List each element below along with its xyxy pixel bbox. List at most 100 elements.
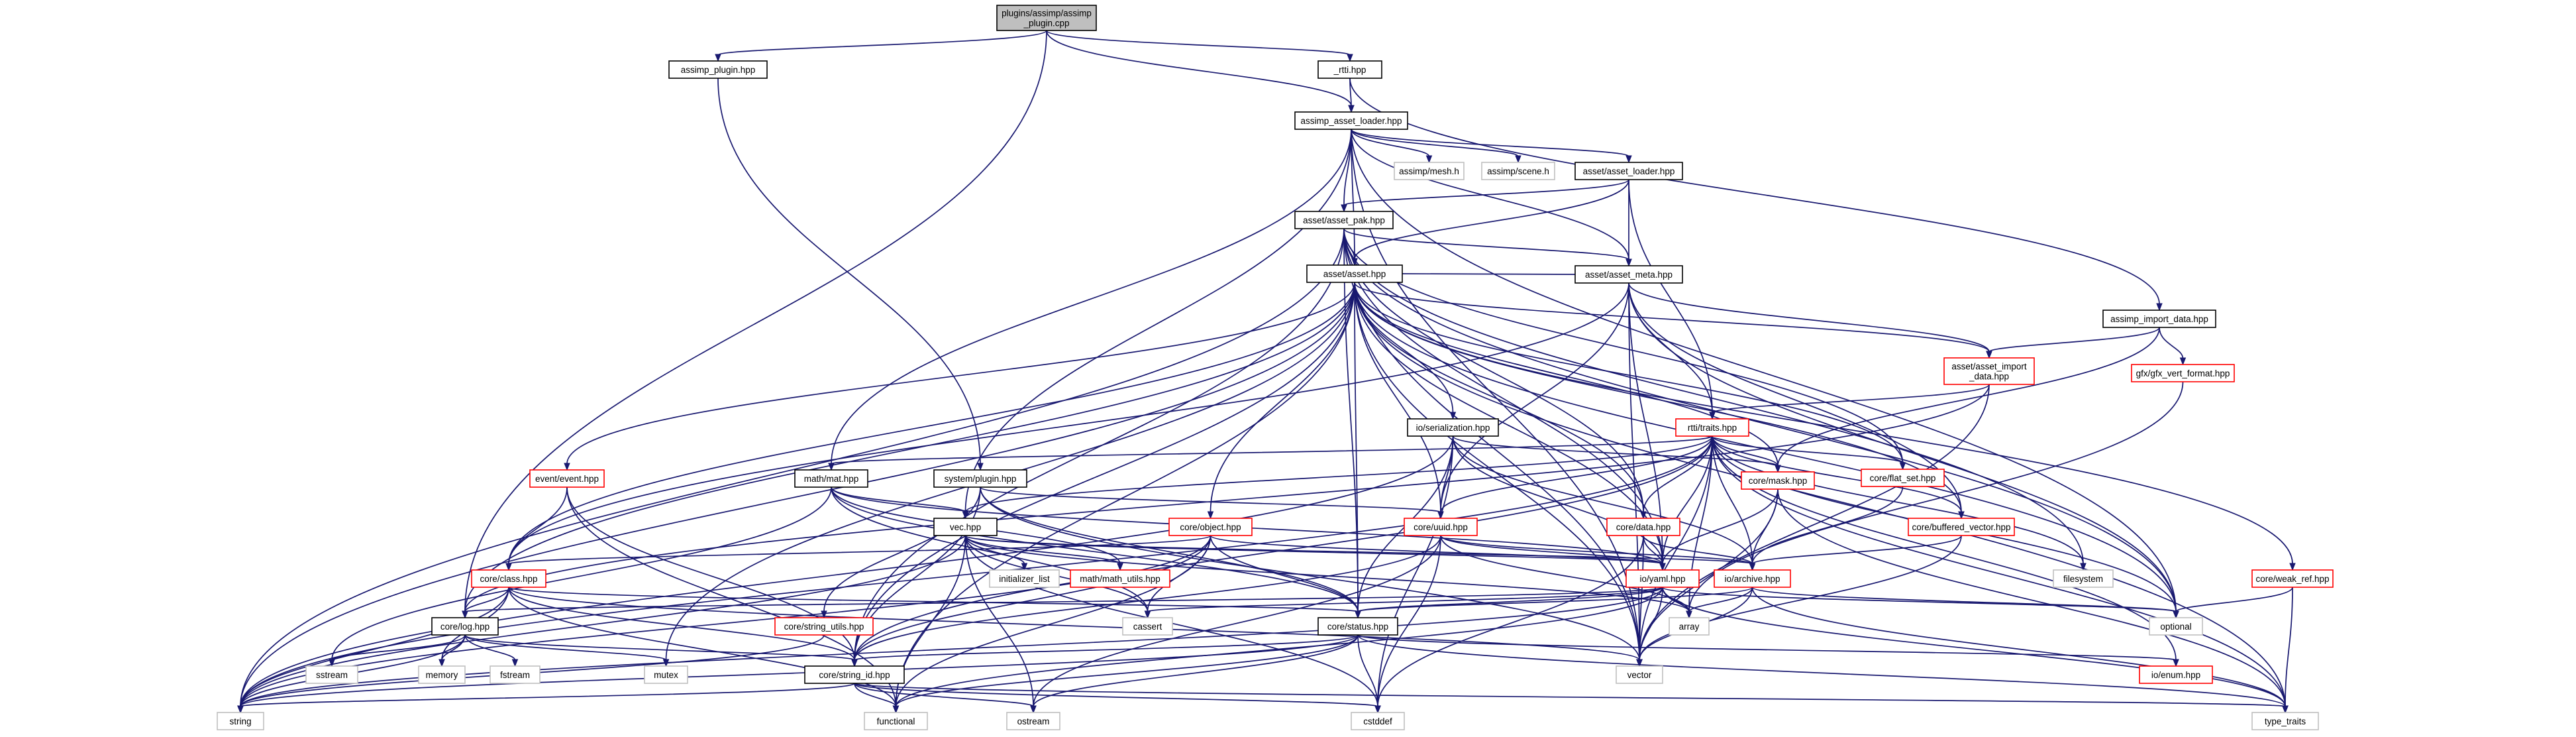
graph-node-ostream[interactable]: ostream: [1006, 712, 1060, 730]
dependency-edge: [1354, 179, 1629, 260]
graph-node-io-yaml[interactable]: io/yaml.hpp: [1625, 569, 1700, 588]
graph-node-rtti[interactable]: _rtti.hpp: [1317, 60, 1382, 79]
graph-node-array[interactable]: array: [1669, 617, 1710, 636]
graph-node-mutex[interactable]: mutex: [644, 665, 688, 684]
graph-node-core-string-id[interactable]: core/string_id.hpp: [804, 665, 905, 684]
dependency-edge: [240, 634, 1359, 707]
graph-node-core-mask[interactable]: core/mask.hpp: [1741, 471, 1815, 490]
dependency-edge: [1628, 282, 2177, 612]
graph-node-assimp-mesh[interactable]: assimp/mesh.h: [1394, 162, 1465, 180]
node-box: [804, 665, 905, 684]
graph-node-assimp-scene[interactable]: assimp/scene.h: [1481, 162, 1555, 180]
dependency-edge: [1343, 179, 1629, 206]
dependency-edge: [1452, 435, 1663, 565]
graph-node-math-utils[interactable]: math/math_utils.hpp: [1070, 569, 1170, 588]
graph-node-io-enum[interactable]: io/enum.hpp: [2139, 665, 2213, 684]
dependency-edge: [964, 129, 1352, 513]
graph-node-string[interactable]: string: [217, 712, 264, 730]
dependency-edge: [508, 282, 1355, 565]
dependency-edge: [1354, 282, 1663, 565]
graph-node-core-flat-set[interactable]: core/flat_set.hpp: [1861, 469, 1945, 487]
edge-arrowhead: [1144, 610, 1151, 619]
dependency-edge: [831, 486, 1359, 612]
dependency-edge: [508, 587, 897, 707]
node-label: vector: [1627, 670, 1652, 680]
graph-node-vector[interactable]: vector: [1616, 665, 1663, 684]
edge-arrowhead: [2080, 563, 2087, 571]
graph-node-filesystem[interactable]: filesystem: [2053, 569, 2114, 588]
edge-arrowhead: [1986, 351, 1992, 359]
dependency-edge: [1751, 486, 1904, 565]
dependency-edge: [1351, 129, 1629, 260]
graph-node-core-status[interactable]: core/status.hpp: [1317, 617, 1398, 636]
dependency-edge: [464, 587, 509, 612]
dependency-edge: [1033, 535, 1441, 707]
node-label: memory: [426, 670, 458, 680]
dependency-edge: [964, 435, 1713, 513]
graph-node-sstream[interactable]: sstream: [305, 665, 358, 684]
node-label: core/class.hpp: [480, 574, 537, 584]
graph-node-memory[interactable]: memory: [418, 665, 466, 684]
graph-node-serialization[interactable]: io/serialization.hpp: [1407, 418, 1499, 437]
edge-arrowhead: [1686, 610, 1692, 619]
edge-arrowhead: [2282, 705, 2289, 714]
graph-node-asset-pak[interactable]: asset/asset_pak.hpp: [1294, 211, 1394, 229]
edge-arrowhead: [1207, 511, 1214, 520]
graph-node-functional[interactable]: functional: [864, 712, 928, 730]
dependency-edge: [1354, 282, 2177, 612]
dependency-edge: [717, 30, 1047, 56]
graph-node-core-weak-ref[interactable]: core/weak_ref.hpp: [2251, 569, 2334, 588]
dependency-edge: [1712, 435, 1778, 467]
graph-node-initializer-list[interactable]: initializer_list: [989, 569, 1060, 588]
node-box: [1616, 665, 1663, 684]
dependency-edge: [1988, 327, 2160, 353]
dependency-edge: [1351, 129, 1430, 157]
graph-node-cassert[interactable]: cassert: [1122, 617, 1173, 636]
dependency-edge: [508, 486, 568, 565]
edge-arrowhead: [851, 659, 858, 667]
graph-node-asset-import-data[interactable]: asset/asset_import_data.hpp: [1943, 357, 2035, 385]
node-box: [1407, 418, 1499, 437]
graph-node-cstddef[interactable]: cstddef: [1351, 712, 1405, 730]
graph-node-assimp-import-data[interactable]: assimp_import_data.hpp: [2102, 310, 2216, 328]
dependency-edge: [1210, 535, 1663, 565]
graph-node-core-object[interactable]: core/object.hpp: [1168, 518, 1253, 536]
graph-node-system-plugin[interactable]: system/plugin.hpp: [933, 469, 1027, 488]
node-label: core/mask.hpp: [1749, 476, 1808, 486]
node-label: _rtti.hpp: [1333, 65, 1366, 75]
dependency-edge: [854, 228, 1345, 661]
dependency-edge: [1643, 435, 1713, 513]
graph-node-core-data[interactable]: core/data.hpp: [1606, 518, 1680, 536]
node-box: [1294, 111, 1408, 130]
graph-node-type-traits[interactable]: type_traits: [2251, 712, 2319, 730]
graph-node-core-class[interactable]: core/class.hpp: [471, 569, 546, 588]
graph-node-core-buffered-vector[interactable]: core/buffered_vector.hpp: [1908, 518, 2015, 536]
dependency-edge: [1210, 535, 1359, 612]
graph-node-fstream[interactable]: fstream: [489, 665, 541, 684]
dependency-edge: [240, 587, 1663, 707]
node-label: array: [1679, 622, 1700, 632]
node-box: [1294, 211, 1394, 229]
node-box: [1317, 617, 1398, 636]
graph-node-assimp-asset-loader[interactable]: assimp_asset_loader.hpp: [1294, 111, 1408, 130]
graph-node-rtti-traits[interactable]: rtti/traits.hpp: [1675, 418, 1749, 437]
node-box: [2251, 712, 2319, 730]
graph-node-gfx-vert-format[interactable]: gfx/gfx_vert_format.hpp: [2131, 364, 2235, 382]
dependency-edge: [1377, 535, 1441, 707]
graph-node-optional[interactable]: optional: [2149, 617, 2203, 636]
graph-node-event[interactable]: event/event.hpp: [529, 469, 605, 488]
graph-node-asset[interactable]: asset/asset.hpp: [1306, 264, 1403, 283]
graph-node-asset-meta[interactable]: asset/asset_meta.hpp: [1574, 265, 1683, 284]
dependency-edge: [854, 683, 2286, 707]
graph-node-core-log[interactable]: core/log.hpp: [431, 617, 499, 636]
graph-node-math-mat[interactable]: math/mat.hpp: [794, 469, 868, 488]
graph-node-root[interactable]: plugins/assimp/assimp_plugin.cpp: [996, 5, 1097, 31]
dependency-edge: [1440, 282, 1629, 513]
graph-node-asset-loader[interactable]: asset/asset_loader.hpp: [1574, 162, 1683, 180]
graph-node-assimp-plugin[interactable]: assimp_plugin.hpp: [668, 60, 768, 79]
node-box: [2139, 665, 2213, 684]
graph-node-io-archive[interactable]: io/archive.hpp: [1714, 569, 1791, 588]
graph-node-core-uuid[interactable]: core/uuid.hpp: [1404, 518, 1478, 536]
graph-node-core-string-utils[interactable]: core/string_utils.hpp: [774, 617, 874, 636]
graph-node-vec[interactable]: vec.hpp: [933, 518, 998, 536]
